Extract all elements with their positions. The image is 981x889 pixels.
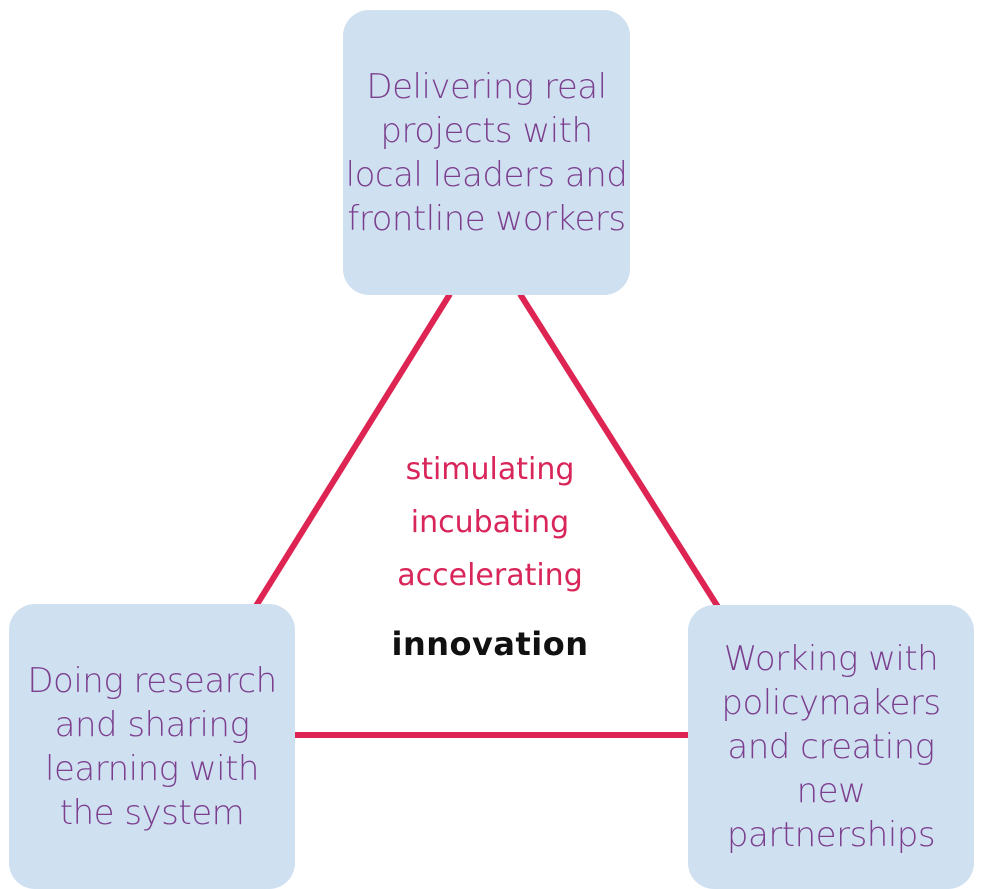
box-delivering-projects: Delivering real projects with local lead…	[343, 10, 630, 295]
box-working-with-policymakers-label: Working with policymakers and creating n…	[721, 639, 941, 855]
box-working-with-policymakers: Working with policymakers and creating n…	[688, 605, 974, 889]
word-accelerating: accelerating	[397, 558, 583, 593]
box-doing-research: Doing research and sharing learning with…	[9, 604, 295, 889]
innovation-label: innovation	[391, 625, 589, 663]
word-incubating: incubating	[410, 505, 570, 540]
box-delivering-projects-label: Delivering real projects with local lead…	[345, 66, 628, 239]
center-words: stimulating incubating accelerating	[345, 443, 635, 602]
connector-top-right	[517, 292, 721, 609]
word-stimulating: stimulating	[405, 452, 575, 487]
box-doing-research-label: Doing research and sharing learning with…	[27, 660, 277, 833]
connector-top-left	[253, 292, 453, 608]
